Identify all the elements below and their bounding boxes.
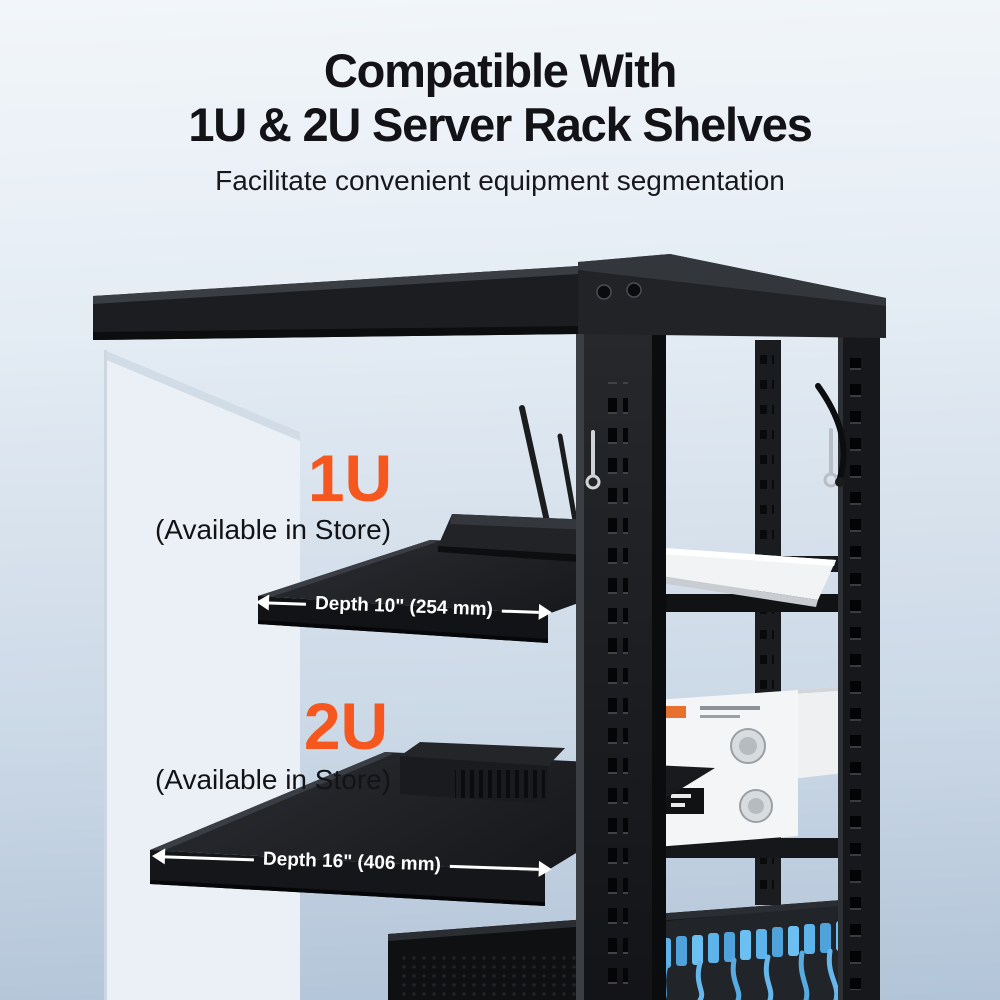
arrow-line (164, 854, 255, 861)
cage-nut-hook-right (823, 428, 839, 488)
white-access-point (648, 548, 836, 607)
page-subtitle: Facilitate convenient equipment segmenta… (215, 165, 785, 197)
shelf-1u-depth-label: Depth 10" (254 mm) (314, 593, 494, 621)
arrow-line (501, 609, 539, 614)
arrowhead-left-icon (255, 594, 270, 611)
shelf-2u-device (400, 742, 565, 804)
rack-top-frame (93, 254, 886, 340)
rack-instrument-unit (655, 686, 852, 847)
shelf-2u-availability: (Available in Store) (154, 764, 392, 795)
arrowhead-right-icon (538, 603, 553, 621)
rack-front-left-post (576, 330, 666, 1000)
arrow-line (449, 864, 539, 871)
shelf-2u-depth-label: Depth 16" (406 mm) (262, 848, 442, 876)
title-line-1: Compatible With (323, 44, 678, 97)
arrowhead-left-icon (151, 848, 166, 865)
shelf-1u-availability: (Available in Store) (154, 514, 392, 545)
arrow-line (268, 600, 307, 606)
page-title: Compatible With 1U & 2U Server Rack Shel… (0, 44, 1000, 152)
shelf-2u-label: 2U (303, 689, 389, 763)
title-line-2: 1U & 2U Server Rack Shelves (188, 98, 813, 152)
shelf-2u (150, 752, 715, 906)
arrowhead-right-icon (538, 860, 553, 878)
header: Compatible With 1U & 2U Server Rack Shel… (0, 44, 1000, 197)
antenna-cable (815, 383, 847, 487)
shelf-1u-label: 1U (307, 441, 393, 515)
cage-nut-hook-left (585, 430, 601, 490)
